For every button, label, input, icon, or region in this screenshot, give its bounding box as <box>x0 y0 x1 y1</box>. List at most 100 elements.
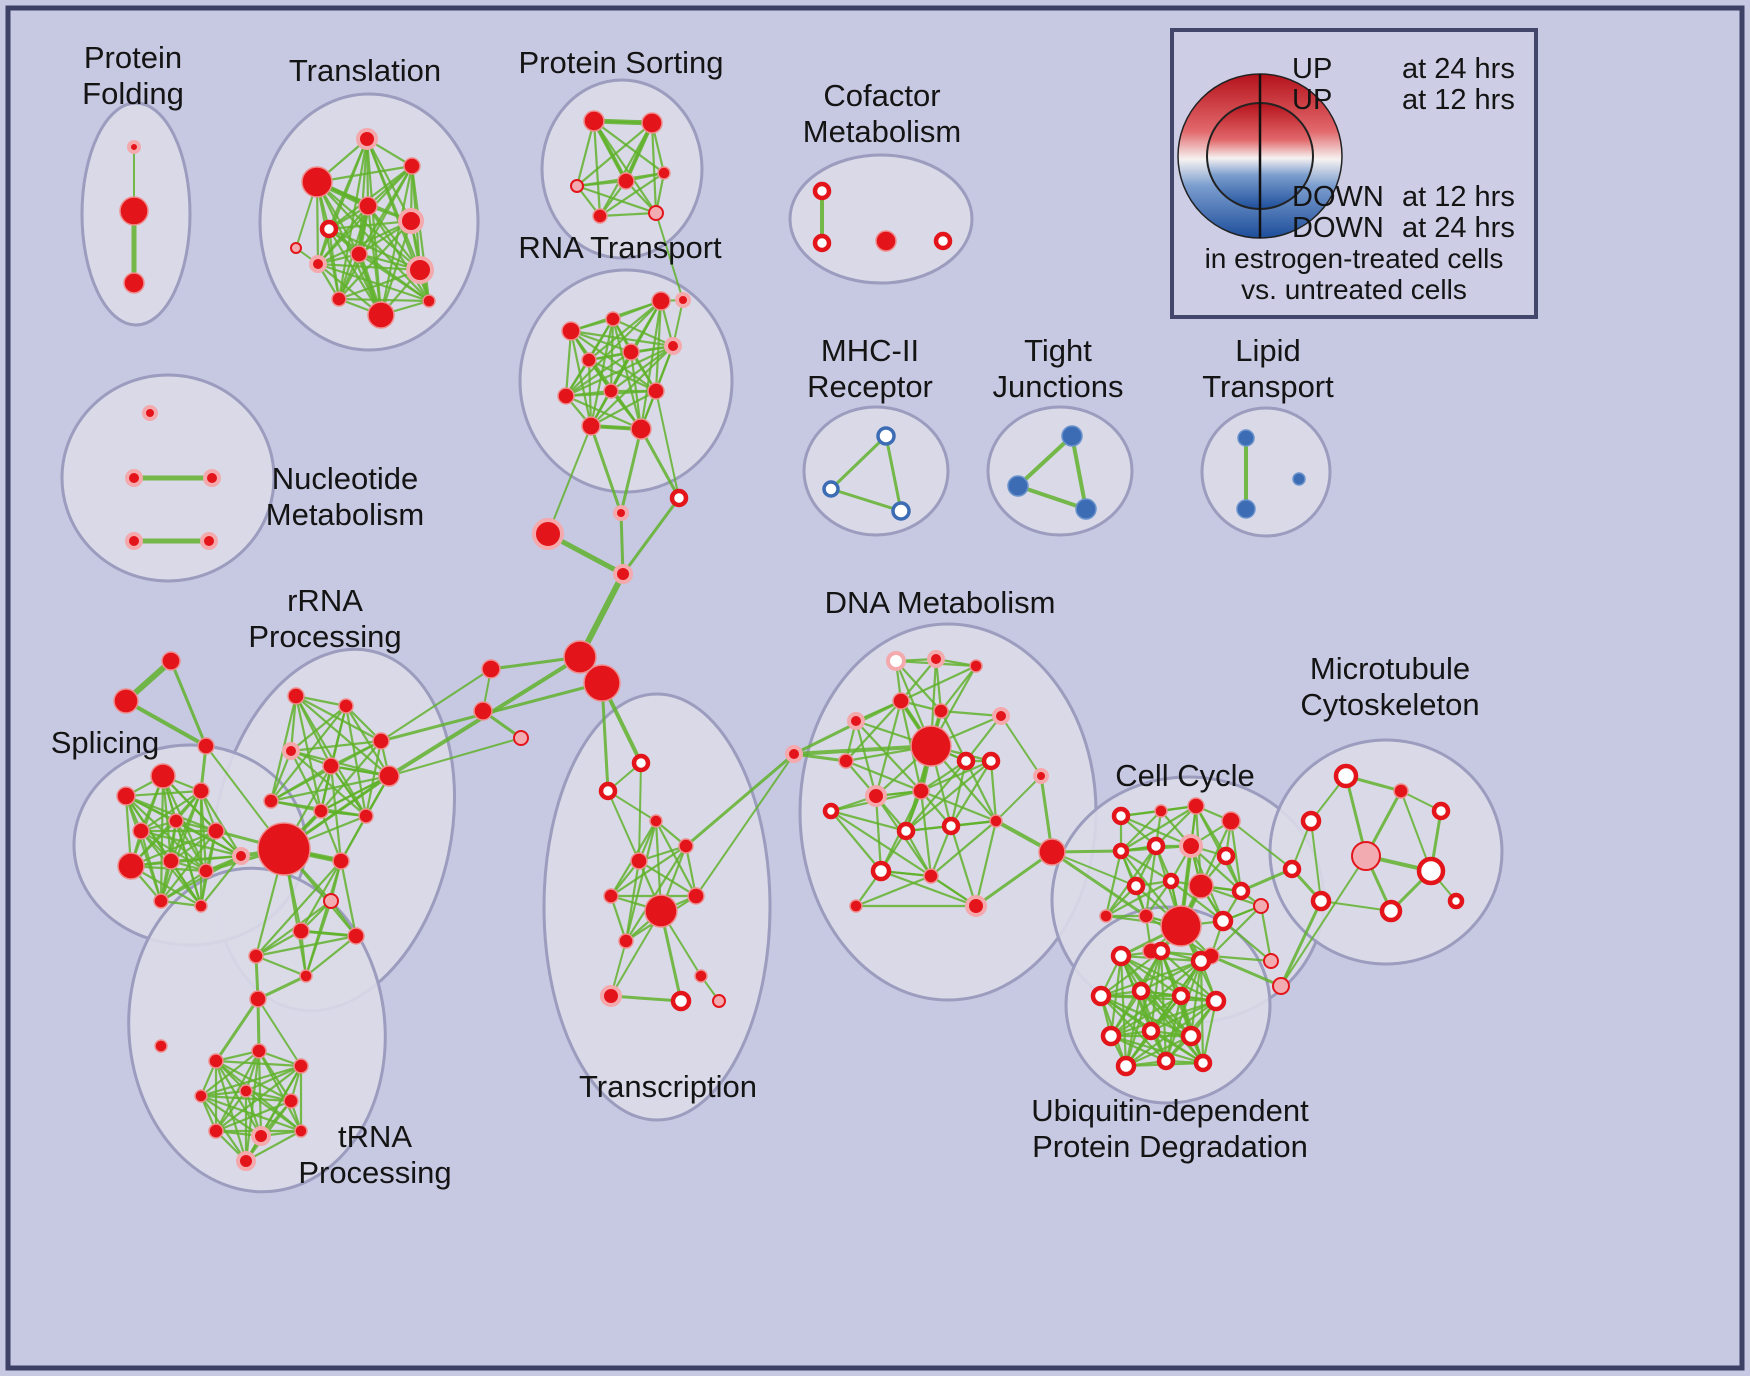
gene-node <box>513 730 529 746</box>
edge <box>289 749 391 778</box>
edge <box>1051 851 1137 887</box>
gene-node <box>675 292 691 308</box>
gene-node <box>1282 859 1302 879</box>
edge <box>129 829 218 868</box>
gene-node <box>200 532 218 550</box>
edge <box>269 764 333 803</box>
edge <box>319 774 391 813</box>
gene-node <box>563 640 597 674</box>
legend-direction-label: DOWN <box>1292 181 1384 213</box>
gene-node <box>847 712 865 730</box>
cluster-label-rna-transport: RNA Transport <box>518 230 722 265</box>
edge <box>169 829 218 863</box>
edge <box>1221 919 1273 963</box>
gene-node <box>1171 986 1191 1006</box>
edge <box>254 954 308 978</box>
edge <box>244 1049 261 1163</box>
edge <box>244 1089 303 1133</box>
gene-node <box>1061 425 1083 447</box>
legend-direction-label: UP <box>1292 53 1332 85</box>
gene-node <box>1126 876 1146 896</box>
gene-node <box>168 813 184 829</box>
edge <box>619 427 643 515</box>
gene-node <box>372 732 390 750</box>
edge <box>1104 849 1123 918</box>
gene-node <box>910 725 952 767</box>
edge <box>1144 844 1158 918</box>
edge <box>214 997 260 1063</box>
edge <box>1099 959 1203 998</box>
edge <box>199 1064 303 1098</box>
gene-node <box>933 703 949 719</box>
gene-node <box>232 847 250 865</box>
gene-node <box>282 742 300 760</box>
cluster-label-protein-sorting: Protein Sorting <box>518 45 723 80</box>
edge <box>214 1099 293 1133</box>
gene-node <box>481 659 501 679</box>
edge <box>174 819 203 908</box>
gene-node <box>969 659 983 673</box>
cluster-ellipse-mhc2-receptor <box>802 405 950 537</box>
gene-node <box>1115 1055 1137 1077</box>
gene-node <box>192 782 210 800</box>
gene-node <box>630 418 652 440</box>
gene-node <box>398 208 424 234</box>
edge <box>575 184 658 215</box>
gene-node <box>283 1093 299 1109</box>
edge <box>339 859 358 938</box>
edge <box>316 262 431 303</box>
gene-node <box>1193 1053 1213 1073</box>
gene-node <box>117 852 145 880</box>
edge <box>139 789 203 833</box>
gene-node <box>1154 804 1168 818</box>
edge <box>337 268 422 301</box>
edge <box>564 329 573 398</box>
cluster-label-tight-junctions: Junctions <box>993 369 1124 404</box>
legend-footnote: vs. untreated cells <box>1241 274 1467 305</box>
gene-node <box>605 311 621 327</box>
cluster-label-mhc2-receptor: Receptor <box>807 369 933 404</box>
edge <box>174 819 208 873</box>
edge <box>624 859 641 943</box>
gene-node <box>378 765 400 787</box>
gene-node <box>338 698 354 714</box>
gene-node <box>1190 950 1212 972</box>
edge <box>316 137 369 266</box>
edge <box>1104 879 1173 918</box>
gene-node <box>208 1123 224 1139</box>
gene-node <box>1351 841 1381 871</box>
edge <box>169 659 208 748</box>
legend-direction-label: UP <box>1292 84 1332 116</box>
legend-time-label: at 12 hrs <box>1402 84 1515 116</box>
gene-node <box>651 291 671 311</box>
edge <box>1109 1034 1205 1065</box>
edge <box>159 774 165 903</box>
gene-node <box>1146 836 1166 856</box>
gene-node <box>532 518 564 550</box>
edge <box>1119 804 1198 853</box>
edge <box>1119 954 1218 1003</box>
edge <box>366 204 431 303</box>
cluster-label-microtubule-cytoskeleton: Cytoskeleton <box>1300 687 1479 722</box>
gene-node <box>125 469 143 487</box>
gene-node <box>197 737 215 755</box>
edge <box>289 704 348 753</box>
gene-node <box>150 763 176 789</box>
cluster-label-cell-cycle: Cell Cycle <box>1115 758 1255 793</box>
edge <box>1124 1034 1193 1068</box>
gene-node <box>358 808 374 824</box>
cluster-label-nucleotide-metabolism: Nucleotide <box>272 461 418 496</box>
gene-node <box>641 112 663 134</box>
edge <box>1230 820 1293 870</box>
edge <box>587 358 658 393</box>
edge <box>637 859 698 898</box>
gene-node <box>1272 977 1290 995</box>
edge <box>1119 809 1163 853</box>
edge <box>619 511 625 576</box>
figure-frame <box>5 5 1745 1371</box>
edge <box>624 819 658 943</box>
edge <box>294 694 368 818</box>
gene-node <box>592 208 608 224</box>
gene-node <box>162 852 180 870</box>
